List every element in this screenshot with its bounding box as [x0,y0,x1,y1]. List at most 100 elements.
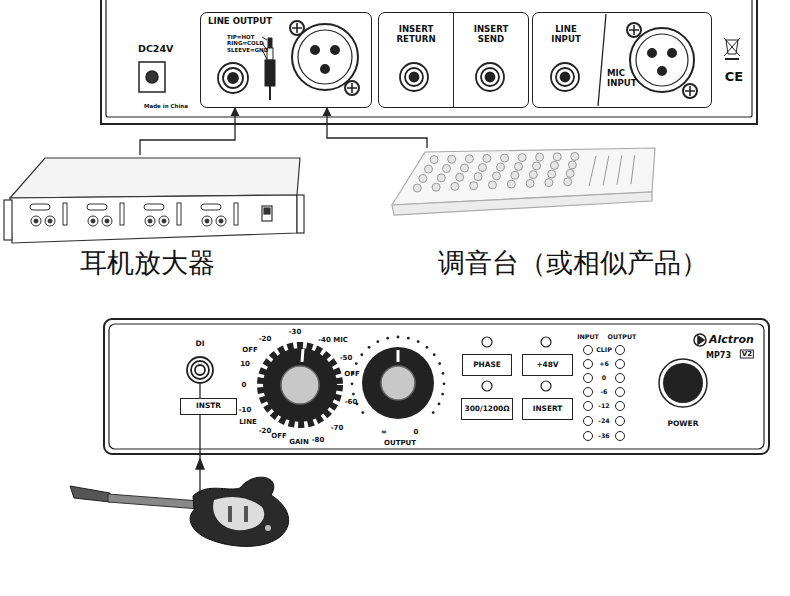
mixer-knobs-part [617,155,622,184]
panel-label: -12 [598,403,609,409]
guitar-part [228,506,232,522]
panel-label: 10 [240,361,250,368]
guitar-part [244,506,248,522]
model-badge: V2 [740,350,754,359]
gain-knob-part [302,349,303,362]
headphone-amp-drawing-part [10,195,297,243]
power-knob [659,359,707,407]
headphone-amp-channels-part [105,219,109,223]
button-leds-part [541,381,551,391]
output-scale-dots-part [443,382,446,385]
headphone-amp-channels-part [102,216,112,226]
headphone-amp-drawing [4,158,304,243]
node-text: Made in China [144,103,188,109]
headphone-amp-channels-part [91,219,95,223]
panel-label: OFF [242,347,258,354]
mixer-knobs-part [483,154,491,162]
mixer-knobs-part [432,183,440,191]
di-jack-part [187,357,213,383]
headphone-amp-channels-part [159,216,169,226]
guitar-part [265,525,271,531]
panel-label: ∞ [381,429,387,436]
headphone-amp-channels-part [120,203,124,225]
mixer-knobs-part [470,182,478,190]
mixer-knobs-part [571,152,579,160]
panel-label: -6 [601,389,608,395]
front-plate [109,324,764,449]
output-scale-dots-part [351,382,354,385]
plug-icon [262,37,275,100]
xlr-input-part [629,25,639,35]
mixer-knobs-part [474,173,482,181]
mixer-knobs-part [564,178,572,186]
button-label: +48V [536,361,558,370]
meter-leds-part [616,402,625,411]
meter-leds-part [616,417,625,426]
mixer-knobs-part [518,154,526,162]
rear-plate [106,0,752,117]
headphone-amp: 耳机放大器 [5,155,303,250]
mixer-knobs-part [589,156,596,186]
panel-label: 0 [242,382,247,389]
panel-label: CLIP [596,347,612,353]
output-scale-dots-part [426,346,429,349]
output-scale-dots-part [352,393,355,396]
headphone-amp-drawing-part [264,208,270,214]
xlr-input-part [685,86,695,96]
headphone-amp-channels-part [87,204,107,210]
output-knob-part [381,366,415,400]
output-scale-dots-part [438,403,441,406]
mixer-knobs-part [443,165,451,173]
mixer-drawing [392,148,655,215]
insert-section: INSERT RETURN [378,12,454,108]
weee-icon-part [725,58,739,60]
gain-knob-part [281,366,319,404]
node-text: Alctron [709,334,754,347]
headphone-amp-channels-part [144,204,164,210]
mixer-knobs-part [456,173,464,181]
divider-line-part [598,14,606,106]
trs-jack-part [218,63,248,93]
output-scale-dots-part [442,372,445,375]
node-text: LINE INPUT [551,25,581,45]
di-jack-part [195,365,205,375]
di-jack-part [191,361,209,379]
mixer-knobs-part [603,156,609,186]
mixer-knobs-part [448,155,456,163]
front-panel: AlctronMP73INSTRPHASE+48V300/1200ΩINSERT [103,318,770,455]
mixer-knobs-part [430,156,438,164]
headphone-amp-channels-part [201,204,221,210]
mixer-knobs-part [553,153,561,161]
insert-jacks-part [410,73,419,82]
divider-line [598,14,606,106]
insert-jacks-part [405,68,423,86]
mixer-knobs-part [465,155,473,163]
output-section: LINE OUTPUTTIP=HOT RING=COLD SLEEVE=GND [200,12,372,108]
mixer-knobs [413,152,634,192]
mixer-knobs-part [568,161,576,169]
mixer-knobs-part [489,181,497,189]
xlr-output [290,21,359,95]
panel-label: -60 [345,399,358,406]
panel-label: -30 [289,329,302,336]
headphone-amp-channels-part [177,203,181,225]
xlr-output-part [290,21,304,35]
panel-label: -20 [259,336,272,343]
xlr-input-part [683,84,697,98]
panel-label: -50 [340,355,353,362]
headphone-amp-channels-part [145,216,155,226]
di-cable-part [196,459,204,469]
headphone-amp-channels-part [234,203,238,225]
mixer-knobs-part [545,179,553,187]
mixer-knobs-part [413,184,421,192]
meter-leds-part [584,402,593,411]
meter-leds-part [616,360,625,369]
signal-cable [327,108,427,148]
trs-jack [218,63,248,93]
insert-section: INSERT SEND [453,12,529,108]
panel-label: -40 MIC [318,337,348,344]
plug-icon-part [268,38,272,48]
guitar [70,477,289,546]
mixer-knobs-part [507,180,515,188]
